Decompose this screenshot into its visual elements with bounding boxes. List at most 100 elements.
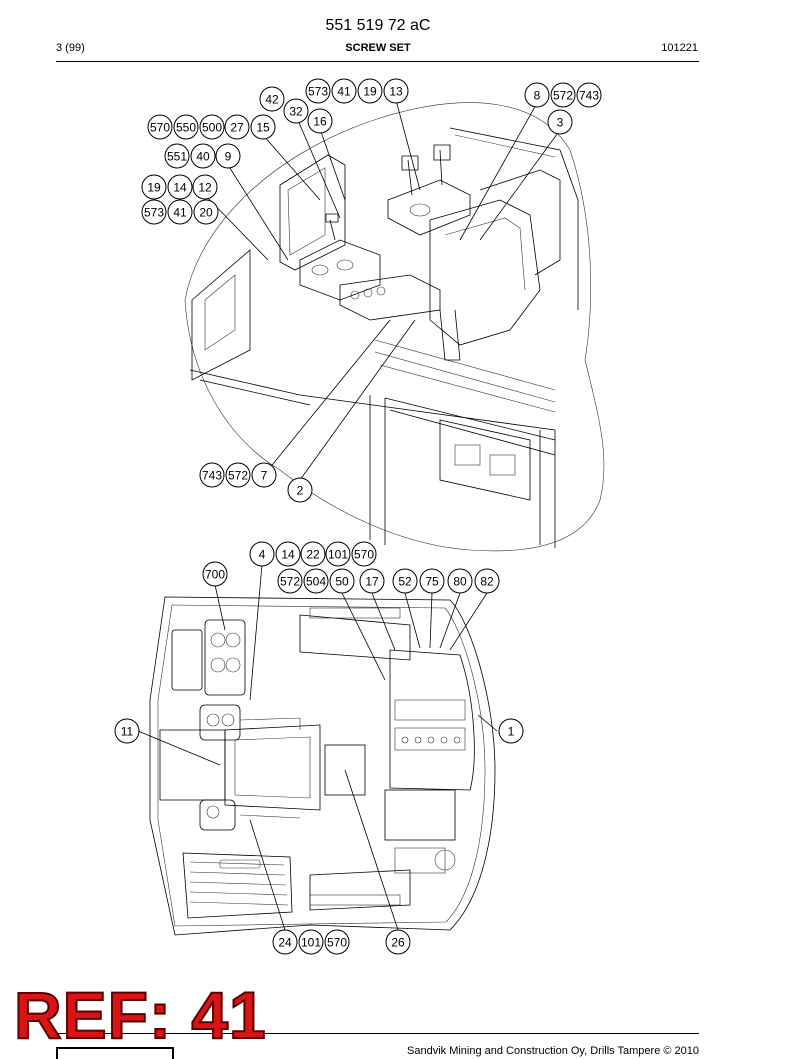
svg-text:41: 41	[337, 85, 351, 99]
svg-text:11: 11	[121, 725, 134, 739]
bottom-callout-14: 14	[275, 541, 301, 567]
top-callout-570: 570	[147, 114, 173, 140]
svg-text:52: 52	[398, 575, 412, 589]
svg-text:14: 14	[173, 181, 187, 195]
svg-text:1: 1	[508, 725, 515, 739]
svg-text:570: 570	[150, 121, 170, 135]
top-callout-572: 572	[550, 82, 576, 108]
svg-text:17: 17	[365, 575, 379, 589]
bottom-callout-50: 50	[329, 568, 355, 594]
bottom-callout-80: 80	[447, 568, 473, 594]
svg-text:20: 20	[199, 206, 213, 220]
top-callout-19: 19	[141, 174, 167, 200]
bottom-callout-4: 4	[249, 541, 275, 567]
svg-text:24: 24	[278, 936, 292, 950]
top-callout-19: 19	[357, 78, 383, 104]
svg-text:551: 551	[167, 150, 187, 164]
top-callout-573: 573	[305, 78, 331, 104]
svg-text:27: 27	[230, 121, 244, 135]
top-callout-12: 12	[192, 174, 218, 200]
top-callout-572: 572	[225, 462, 251, 488]
top-callout-573: 573	[141, 199, 167, 225]
footer-rule	[56, 1033, 699, 1034]
svg-text:8: 8	[534, 89, 541, 103]
bottom-callout-700: 700	[202, 561, 228, 587]
bottom-callout-24: 24	[272, 929, 298, 955]
svg-text:7: 7	[261, 469, 268, 483]
svg-text:570: 570	[354, 548, 374, 562]
svg-text:19: 19	[363, 85, 377, 99]
bottom-callout-570: 570	[324, 929, 350, 955]
bottom-callout-504: 504	[303, 568, 329, 594]
top-callout-551: 551	[164, 143, 190, 169]
top-callout-8: 8	[524, 82, 550, 108]
top-callout-32: 32	[283, 98, 309, 124]
bottom-callout-52: 52	[392, 568, 418, 594]
reference-stamp: REF: 41	[13, 978, 267, 1052]
svg-text:101: 101	[301, 936, 321, 950]
svg-text:573: 573	[144, 206, 164, 220]
bottom-callout-17: 17	[359, 568, 385, 594]
svg-text:80: 80	[453, 575, 467, 589]
document-date: 101221	[661, 42, 698, 54]
top-view-cabin	[137, 564, 498, 936]
bottom-callout-11: 11	[114, 718, 140, 744]
bottom-callout-570: 570	[351, 541, 377, 567]
document-title: SCREW SET	[345, 42, 411, 54]
bottom-callout-572: 572	[277, 568, 303, 594]
svg-text:504: 504	[306, 575, 326, 589]
svg-text:743: 743	[579, 89, 599, 103]
isometric-cabin-view	[184, 99, 605, 552]
svg-text:572: 572	[228, 469, 248, 483]
svg-text:41: 41	[173, 206, 187, 220]
svg-text:16: 16	[313, 115, 327, 129]
svg-text:700: 700	[205, 568, 225, 582]
svg-text:2: 2	[297, 484, 304, 498]
svg-text:743: 743	[202, 469, 222, 483]
svg-text:13: 13	[389, 85, 403, 99]
bottom-callout-101: 101	[325, 541, 351, 567]
top-callout-500: 500	[199, 114, 225, 140]
bottom-callout-101: 101	[298, 929, 324, 955]
top-callout-3: 3	[547, 109, 573, 135]
bottom-callout-82: 82	[474, 568, 500, 594]
top-callout-743: 743	[199, 462, 225, 488]
top-callout-15: 15	[250, 114, 276, 140]
svg-text:50: 50	[335, 575, 349, 589]
svg-text:75: 75	[425, 575, 439, 589]
svg-text:101: 101	[328, 548, 348, 562]
bottom-callout-1: 1	[498, 718, 524, 744]
svg-text:42: 42	[265, 93, 279, 107]
svg-text:19: 19	[147, 181, 161, 195]
top-callout-14: 14	[167, 174, 193, 200]
svg-text:40: 40	[196, 150, 210, 164]
top-callout-2: 2	[287, 477, 313, 503]
top-callout-27: 27	[224, 114, 250, 140]
top-callout-40: 40	[190, 143, 216, 169]
svg-text:3: 3	[557, 116, 564, 130]
top-callout-13: 13	[383, 78, 409, 104]
svg-text:9: 9	[225, 150, 232, 164]
page-number: 3 (99)	[56, 42, 85, 54]
top-callout-550: 550	[173, 114, 199, 140]
svg-text:4: 4	[259, 548, 266, 562]
svg-text:572: 572	[553, 89, 573, 103]
top-callout-16: 16	[307, 108, 333, 134]
svg-text:82: 82	[480, 575, 494, 589]
top-callout-20: 20	[193, 199, 219, 225]
footer-copyright: Sandvik Mining and Construction Oy, Dril…	[407, 1045, 699, 1057]
svg-text:15: 15	[256, 121, 270, 135]
header-rule	[56, 61, 699, 62]
svg-text:550: 550	[176, 121, 196, 135]
bottom-callout-22: 22	[300, 541, 326, 567]
svg-text:32: 32	[289, 105, 303, 119]
bottom-callout-26: 26	[385, 929, 411, 955]
top-callout-41: 41	[331, 78, 357, 104]
svg-text:572: 572	[280, 575, 300, 589]
svg-text:22: 22	[306, 548, 320, 562]
top-callout-743: 743	[576, 82, 602, 108]
svg-text:12: 12	[198, 181, 212, 195]
